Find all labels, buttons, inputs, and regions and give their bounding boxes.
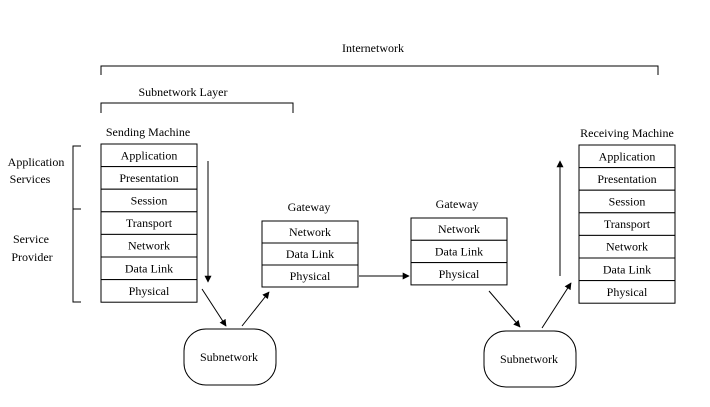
receiving-layer-session-label: Session xyxy=(609,195,646,209)
subnetwork-layer-bracket: Subnetwork Layer xyxy=(100,85,294,113)
sending-stack: ApplicationPresentationSessionTransportN… xyxy=(100,143,198,303)
gateway-left-layer-physical-box xyxy=(261,264,359,288)
gateway-left-layer-network-label: Network xyxy=(289,225,331,239)
to-subnetwork-left-arrow xyxy=(201,288,227,327)
sending-machine-label: Sending Machine xyxy=(106,125,190,139)
gateway-right-layer-network-label: Network xyxy=(438,222,480,236)
receiving-stack: ApplicationPresentationSessionTransportN… xyxy=(578,144,676,304)
sending-layer-transport-label: Transport xyxy=(126,216,173,230)
gateway-right-layer-physical-box xyxy=(410,262,508,286)
to-subnetwork-right-arrow xyxy=(488,290,521,328)
receiving-layer-data-link-label: Data Link xyxy=(603,262,651,276)
subnetwork-left-shape xyxy=(183,328,277,386)
receiving-layer-physical-label: Physical xyxy=(607,285,648,299)
application-services-label-line2: Services xyxy=(10,172,51,186)
receiving-layer-transport-label: Transport xyxy=(604,217,651,231)
receiving-machine: Receiving Machine ApplicationPresentatio… xyxy=(578,126,676,304)
subnetwork-right: Subnetwork xyxy=(483,330,577,388)
gateway-right-title: Gateway xyxy=(436,197,479,211)
sending-layer-physical-label: Physical xyxy=(129,284,170,298)
gateway-left-layer-data-link-label: Data Link xyxy=(286,247,334,261)
sending-layer-network-label: Network xyxy=(128,239,170,253)
subnetwork-right-label: Subnetwork xyxy=(500,352,558,366)
service-provider-label-line2: Provider xyxy=(11,250,52,264)
left-side-labels: Application Services Service Provider xyxy=(8,145,81,303)
gateway-left-title: Gateway xyxy=(288,200,331,214)
receiving-layer-presentation-label: Presentation xyxy=(597,172,656,186)
to-receiving-machine-arrow xyxy=(541,282,572,329)
service-provider-label-line1: Service xyxy=(13,232,49,246)
receiving-layer-physical-box xyxy=(578,280,676,304)
sending-layer-presentation-label: Presentation xyxy=(119,171,178,185)
to-gateway-left-arrow xyxy=(241,291,270,327)
layer-group-bracket xyxy=(72,145,81,303)
internetwork-label: Internetwork xyxy=(342,41,404,55)
receiving-machine-label: Receiving Machine xyxy=(580,126,674,140)
subnetwork-left-label: Subnetwork xyxy=(200,350,258,364)
gateway-right-layer-physical-label: Physical xyxy=(439,267,480,281)
subnetwork-right-shape xyxy=(483,330,577,388)
subnetwork-left: Subnetwork xyxy=(183,328,277,386)
receiving-layer-application-label: Application xyxy=(599,149,656,163)
gateway-left-layer-physical-label: Physical xyxy=(290,269,331,283)
sending-layer-session-label: Session xyxy=(131,194,168,208)
sending-layer-physical-box xyxy=(100,279,198,303)
receiving-layer-network-label: Network xyxy=(606,240,648,254)
sending-layer-application-label: Application xyxy=(121,148,178,162)
sending-machine: Sending Machine ApplicationPresentationS… xyxy=(100,125,198,303)
sending-layer-data-link-label: Data Link xyxy=(125,261,173,275)
flow-arrows xyxy=(201,160,572,329)
internetwork-bracket: Internetwork xyxy=(100,41,659,75)
gateway-right-layer-data-link-label: Data Link xyxy=(435,244,483,258)
subnetwork-layer-label: Subnetwork Layer xyxy=(139,85,228,99)
application-services-label-line1: Application xyxy=(8,155,65,169)
